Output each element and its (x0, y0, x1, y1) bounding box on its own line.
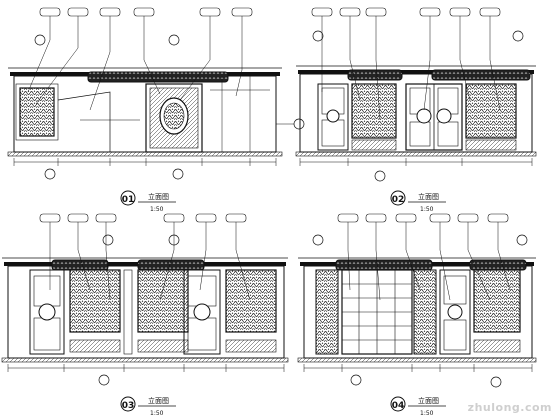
elevation-01-scale: 1:50 (150, 206, 164, 213)
elevation-04-number: 04 (392, 401, 405, 411)
elevation-01: 01 立面图 1:50 (7, 7, 305, 213)
elevation-01-number: 01 (122, 195, 135, 205)
elevation-02-title: 立面图 (418, 192, 439, 201)
elevation-04-title: 立面图 (418, 396, 439, 405)
elevation-02-number: 02 (392, 195, 405, 205)
elevation-02-scale: 1:50 (420, 206, 434, 213)
elevation-02: 02 立面图 1:50 (295, 7, 537, 213)
elevation-03-scale: 1:50 (150, 410, 164, 417)
elevation-04-scale: 1:50 (420, 410, 434, 417)
elevation-01-title: 立面图 (148, 192, 169, 201)
watermark: zhulong.com (467, 401, 552, 414)
elevation-03: 03 立面图 1:50 (1, 213, 289, 417)
elevation-03-title: 立面图 (148, 396, 169, 405)
elevation-04: 04 立面图 1:50 (297, 213, 537, 417)
elevation-03-number: 03 (122, 401, 135, 411)
